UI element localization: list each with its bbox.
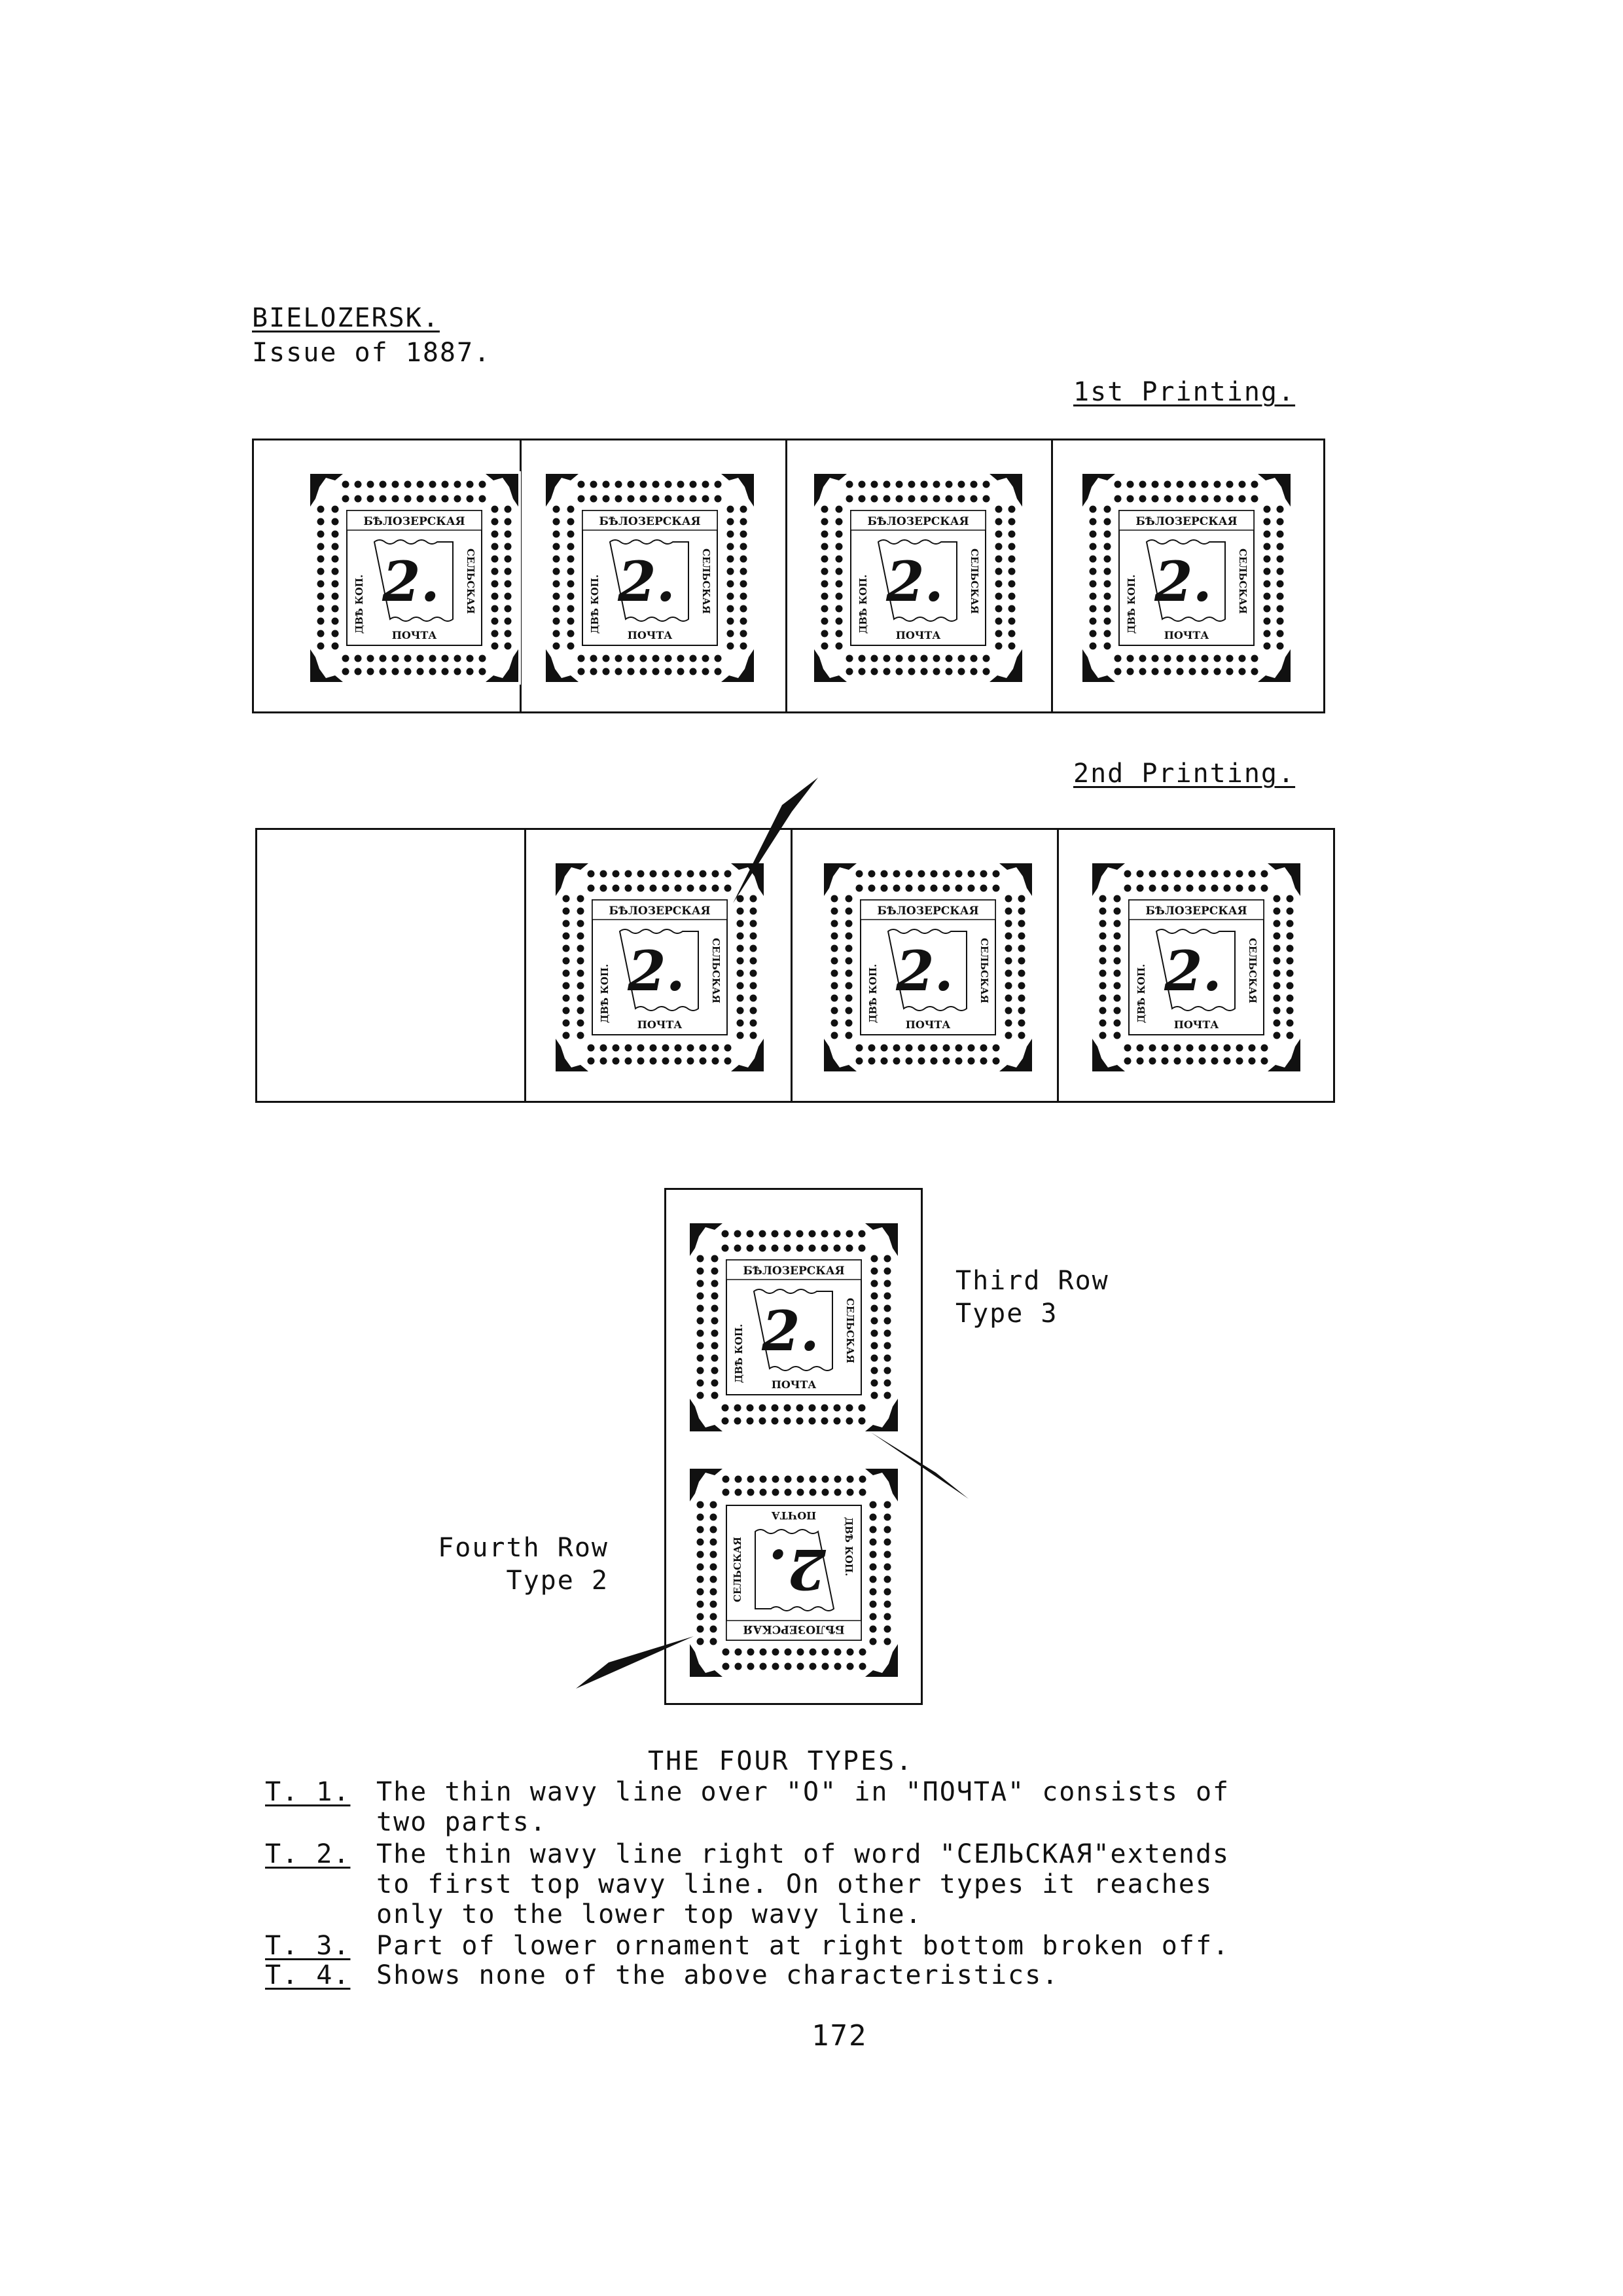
svg-text:ДВѢ КОП.: ДВѢ КОП.	[867, 964, 879, 1024]
stamp-fourth-row: БѢЛОЗЕРСКАЯ ПОЧТА ДВѢ КОП. СЕЛЬСКАЯ 2.	[686, 1465, 902, 1681]
svg-text:ПОЧТА: ПОЧТА	[1174, 1018, 1219, 1031]
svg-text:2.: 2.	[1164, 939, 1222, 1003]
svg-text:СЕЛЬСКАЯ: СЕЛЬСКАЯ	[844, 1298, 856, 1363]
types-title: THE FOUR TYPES.	[648, 1746, 914, 1776]
svg-text:ДВѢ КОП.: ДВѢ КОП.	[589, 575, 601, 634]
svg-text:2.: 2.	[768, 1537, 827, 1602]
svg-text:2.: 2.	[617, 549, 675, 614]
svg-text:ДВѢ КОП.: ДВѢ КОП.	[599, 964, 611, 1024]
stamp-design-icon: БѢЛОЗЕРСКАЯ ПОЧТА ДВѢ КОП. СЕЛЬСКАЯ 2.	[1090, 861, 1303, 1074]
svg-text:СЕЛЬСКАЯ: СЕЛЬСКАЯ	[969, 548, 980, 614]
svg-text:БѢЛОЗЕРСКАЯ: БѢЛОЗЕРСКАЯ	[877, 905, 978, 918]
stamp-design-icon: БѢЛОЗЕРСКАЯ ПОЧТА ДВѢ КОП. СЕЛЬСКАЯ 2.	[543, 471, 757, 685]
vertical-pair: БѢЛОЗЕРСКАЯ ПОЧТА ДВѢ КОП. СЕЛЬСКАЯ 2. Б…	[664, 1188, 923, 1705]
stamp-1st-3: БѢЛОЗЕРСКАЯ ПОЧТА ДВѢ КОП. СЕЛЬСКАЯ 2.	[810, 470, 1026, 686]
stamp-2nd-3: БѢЛОЗЕРСКАЯ ПОЧТА ДВѢ КОП. СЕЛЬСКАЯ 2.	[820, 859, 1036, 1075]
stamp-design-icon: БѢЛОЗЕРСКАЯ ПОЧТА ДВѢ КОП. СЕЛЬСКАЯ 2.	[1080, 471, 1293, 685]
svg-text:2.: 2.	[761, 1299, 819, 1363]
svg-text:БѢЛОЗЕРСКАЯ: БѢЛОЗЕРСКАЯ	[609, 905, 710, 918]
stamp-1st-4: БѢЛОЗЕРСКАЯ ПОЧТА ДВѢ КОП. СЕЛЬСКАЯ 2.	[1079, 470, 1294, 686]
svg-text:БѢЛОЗЕРСКАЯ: БѢЛОЗЕРСКАЯ	[743, 1623, 844, 1636]
stamp-2nd-2: БѢЛОЗЕРСКАЯ ПОЧТА ДВѢ КОП. СЕЛЬСКАЯ 2.	[552, 859, 768, 1075]
svg-text:БѢЛОЗЕРСКАЯ: БѢЛОЗЕРСКАЯ	[867, 515, 969, 528]
svg-text:ПОЧТА: ПОЧТА	[392, 629, 437, 641]
stamp-1st-1: БѢЛОЗЕРСКАЯ ПОЧТА ДВѢ КОП. СЕЛЬСКАЯ 2.	[306, 470, 522, 686]
pointer-arrow-icon	[733, 778, 818, 903]
stamp-design-icon: БѢЛОЗЕРСКАЯ ПОЧТА ДВѢ КОП. СЕЛЬСКАЯ 2.	[687, 1466, 901, 1679]
stamp-design-icon: БѢЛОЗЕРСКАЯ ПОЧТА ДВѢ КОП. СЕЛЬСКАЯ 2.	[308, 471, 521, 685]
svg-text:БѢЛОЗЕРСКАЯ: БѢЛОЗЕРСКАЯ	[363, 515, 465, 528]
svg-text:ПОЧТА: ПОЧТА	[906, 1018, 951, 1031]
page-title: BIELOZERSK.	[252, 303, 440, 333]
svg-text:БѢЛОЗЕРСКАЯ: БѢЛОЗЕРСКАЯ	[743, 1265, 844, 1278]
second-printing-strip: БѢЛОЗЕРСКАЯ ПОЧТА ДВѢ КОП. СЕЛЬСКАЯ 2. Б…	[255, 828, 1335, 1103]
fourth-row-label: Fourth Row Type 2	[438, 1533, 609, 1596]
svg-text:2.: 2.	[382, 549, 440, 614]
type-3-row: T. 3. Part of lower ornament at right bo…	[265, 1931, 1230, 1961]
svg-text:ПОЧТА: ПОЧТА	[637, 1018, 683, 1031]
third-row-label: Third Row Type 3	[955, 1266, 1109, 1329]
stamp-third-row: БѢЛОЗЕРСКАЯ ПОЧТА ДВѢ КОП. СЕЛЬСКАЯ 2.	[686, 1219, 902, 1435]
svg-text:ПОЧТА: ПОЧТА	[896, 629, 941, 641]
svg-text:ДВѢ КОП.: ДВѢ КОП.	[733, 1324, 745, 1384]
svg-text:ДВѢ КОП.: ДВѢ КОП.	[1135, 964, 1147, 1024]
svg-text:СЕЛЬСКАЯ: СЕЛЬСКАЯ	[978, 938, 990, 1003]
svg-text:СЕЛЬСКАЯ: СЕЛЬСКАЯ	[732, 1537, 743, 1602]
svg-text:ПОЧТА: ПОЧТА	[772, 1378, 817, 1391]
stamp-2nd-4: БѢЛОЗЕРСКАЯ ПОЧТА ДВѢ КОП. СЕЛЬСКАЯ 2.	[1088, 859, 1304, 1075]
first-printing-label: 1st Printing.	[1073, 377, 1296, 407]
page-number: 172	[812, 2019, 868, 2053]
type-2-row: T. 2. The thin wavy line right of word "…	[265, 1839, 1230, 1929]
svg-text:2.: 2.	[895, 939, 954, 1003]
svg-text:ПОЧТА: ПОЧТА	[1164, 629, 1209, 641]
stamp-design-icon: БѢЛОЗЕРСКАЯ ПОЧТА ДВѢ КОП. СЕЛЬСКАЯ 2.	[687, 1221, 901, 1434]
svg-text:ПОЧТА: ПОЧТА	[772, 1509, 817, 1522]
pointer-arrow-fourth-icon	[576, 1636, 694, 1689]
first-printing-strip: БѢЛОЗЕРСКАЯ ПОЧТА ДВѢ КОП. СЕЛЬСКАЯ 2. Б…	[252, 439, 1325, 713]
page-subtitle: Issue of 1887.	[252, 338, 491, 368]
second-printing-label: 2nd Printing.	[1073, 759, 1296, 789]
svg-text:СЕЛЬСКАЯ: СЕЛЬСКАЯ	[1247, 938, 1258, 1003]
svg-text:СЕЛЬСКАЯ: СЕЛЬСКАЯ	[710, 938, 722, 1003]
stamp-design-icon: БѢЛОЗЕРСКАЯ ПОЧТА ДВѢ КОП. СЕЛЬСКАЯ 2.	[821, 861, 1035, 1074]
svg-text:СЕЛЬСКАЯ: СЕЛЬСКАЯ	[1237, 548, 1249, 614]
type-4-row: T. 4. Shows none of the above characteri…	[265, 1960, 1060, 1990]
svg-text:СЕЛЬСКАЯ: СЕЛЬСКАЯ	[700, 548, 712, 614]
svg-text:БѢЛОЗЕРСКАЯ: БѢЛОЗЕРСКАЯ	[599, 515, 700, 528]
svg-text:БѢЛОЗЕРСКАЯ: БѢЛОЗЕРСКАЯ	[1145, 905, 1247, 918]
svg-text:2.: 2.	[627, 939, 685, 1003]
svg-text:СЕЛЬСКАЯ: СЕЛЬСКАЯ	[465, 548, 476, 614]
stamp-design-icon: БѢЛОЗЕРСКАЯ ПОЧТА ДВѢ КОП. СЕЛЬСКАЯ 2.	[812, 471, 1025, 685]
type-1-row: T. 1. The thin wavy line over "O" in "ПО…	[265, 1777, 1230, 1837]
svg-text:2.: 2.	[1154, 549, 1212, 614]
svg-text:БѢЛОЗЕРСКАЯ: БѢЛОЗЕРСКАЯ	[1135, 515, 1237, 528]
svg-text:ДВѢ КОП.: ДВѢ КОП.	[353, 575, 365, 634]
svg-text:ДВѢ КОП.: ДВѢ КОП.	[1126, 575, 1137, 634]
stamp-1st-2: БѢЛОЗЕРСКАЯ ПОЧТА ДВѢ КОП. СЕЛЬСКАЯ 2.	[542, 470, 758, 686]
svg-text:ДВѢ КОП.: ДВѢ КОП.	[843, 1517, 855, 1577]
svg-text:ДВѢ КОП.: ДВѢ КОП.	[857, 575, 869, 634]
pointer-arrow-third-icon	[870, 1432, 969, 1499]
svg-text:2.: 2.	[885, 549, 944, 614]
svg-text:ПОЧТА: ПОЧТА	[628, 629, 673, 641]
stamp-design-icon: БѢЛОЗЕРСКАЯ ПОЧТА ДВѢ КОП. СЕЛЬСКАЯ 2.	[553, 861, 766, 1074]
